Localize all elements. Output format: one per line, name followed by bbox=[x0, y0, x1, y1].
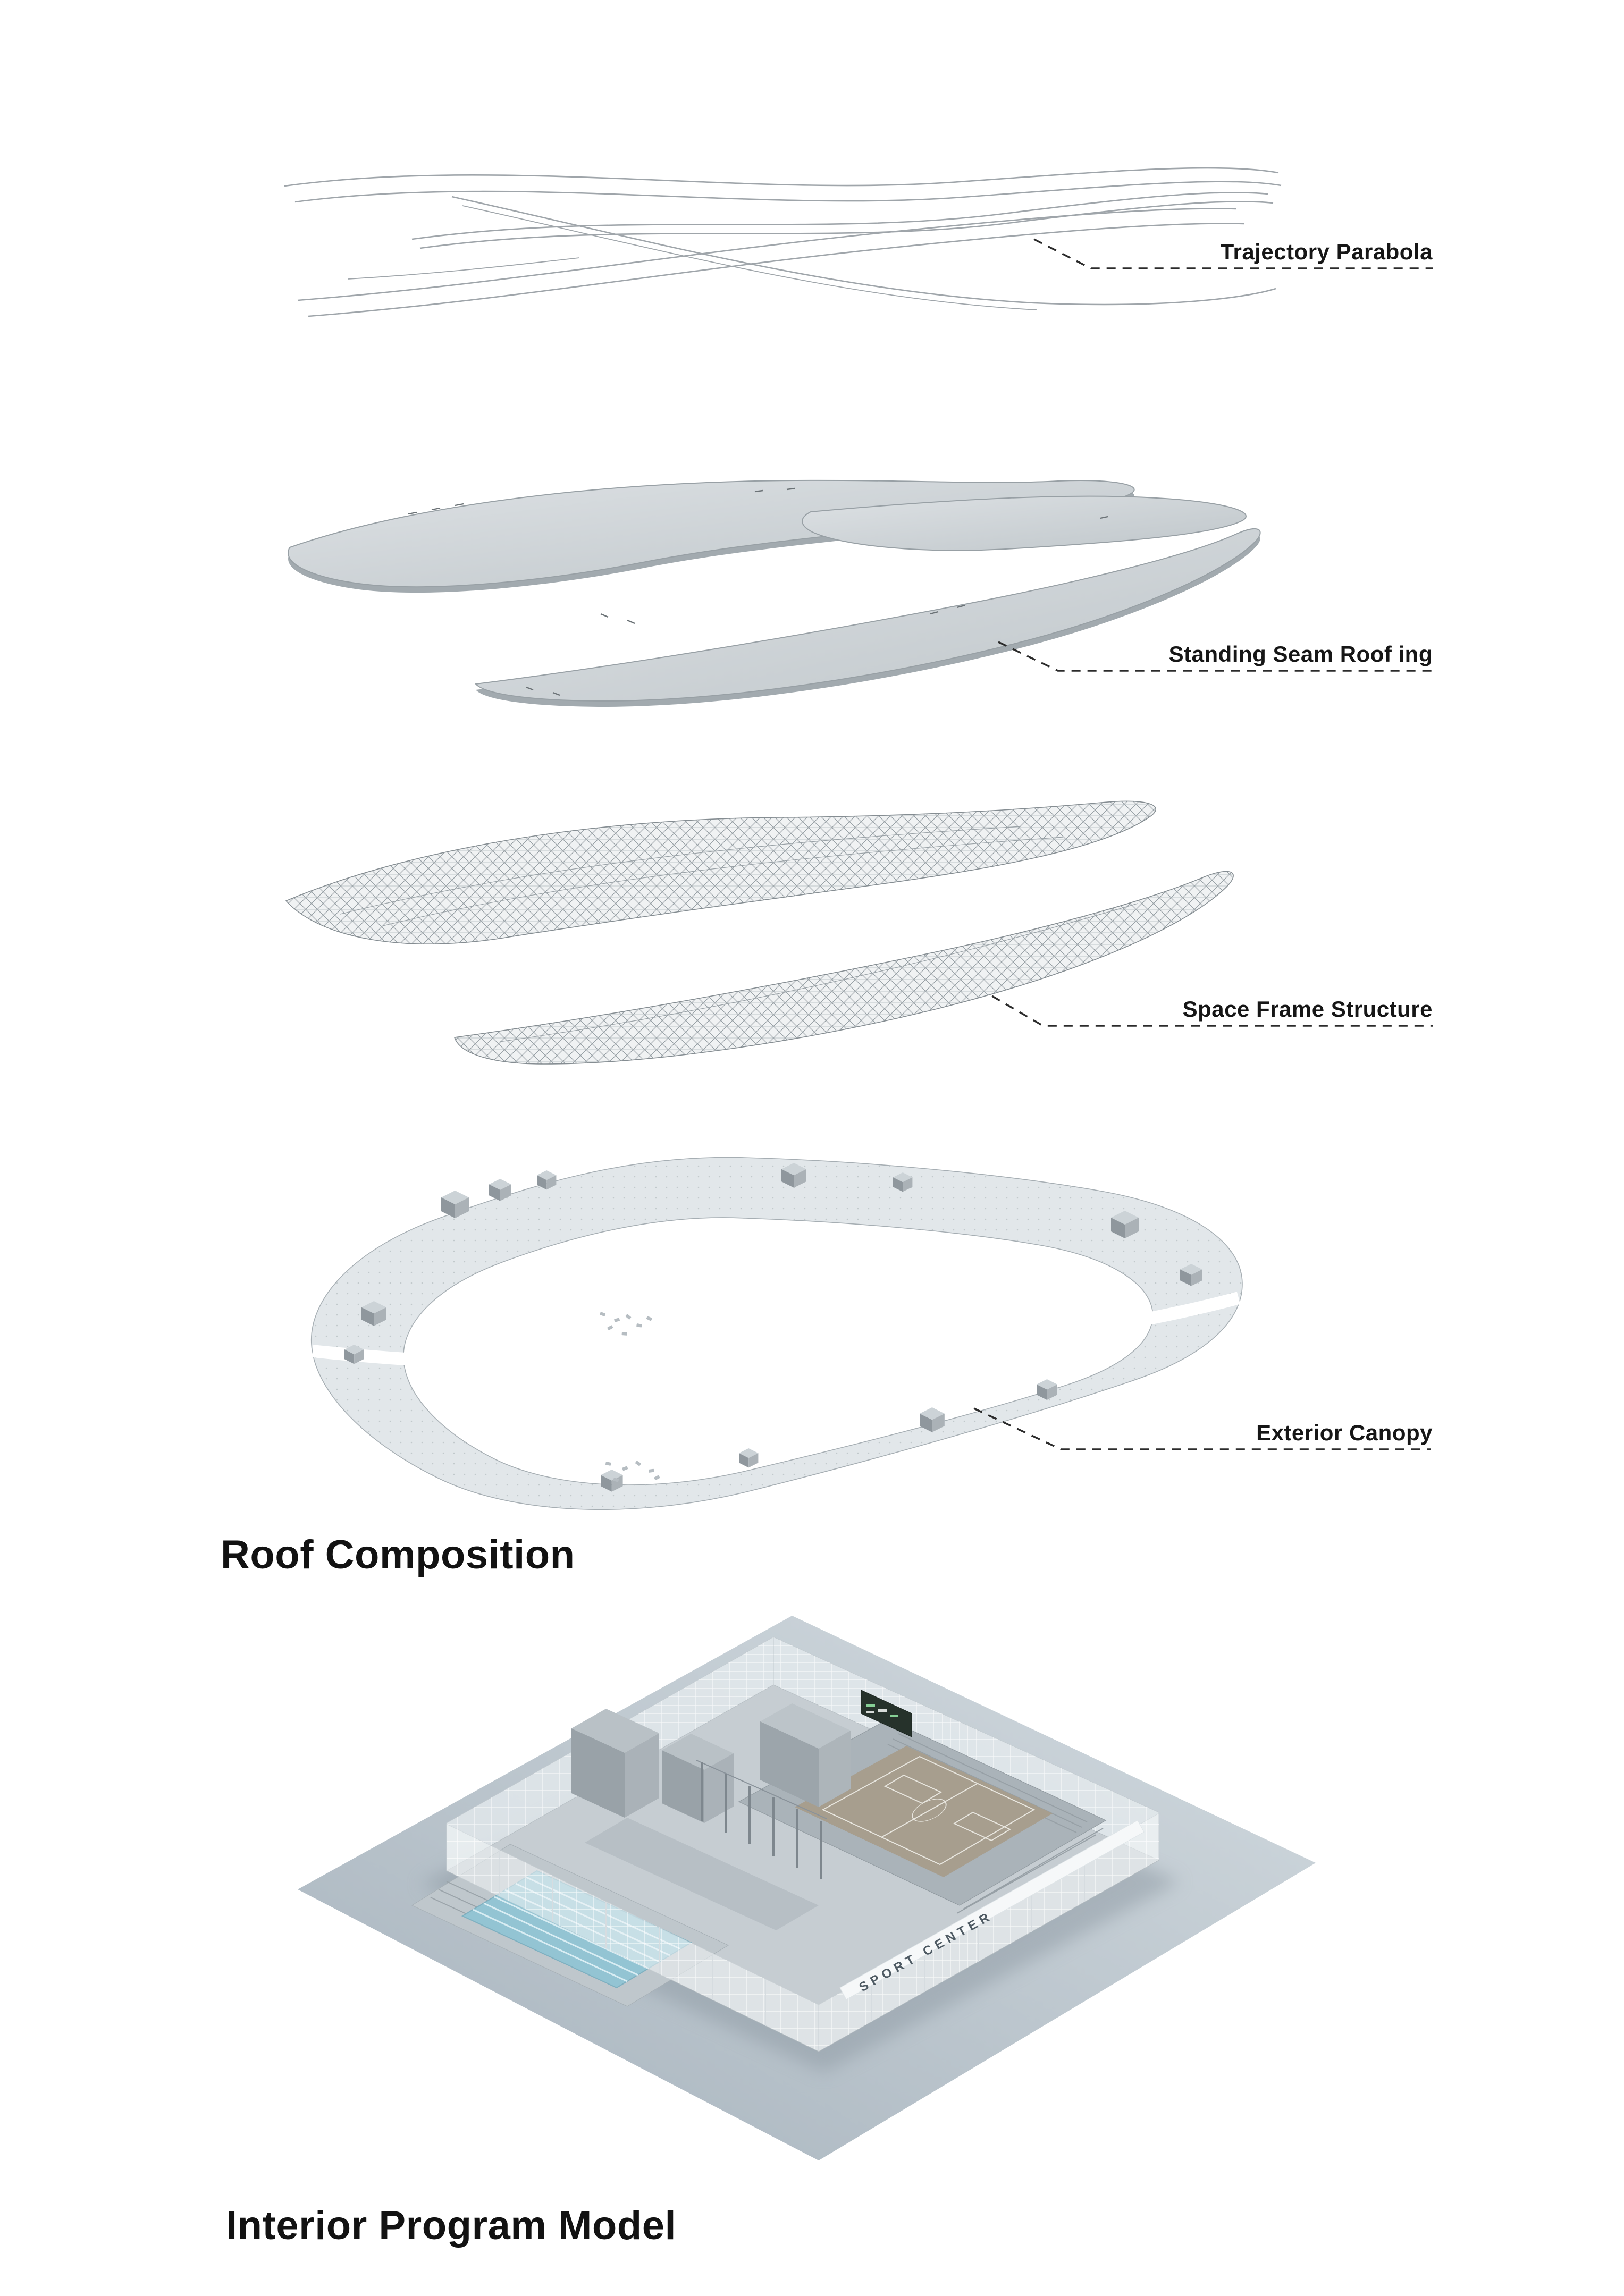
perimeter-fences bbox=[446, 1813, 1159, 2052]
exterior-canopy-drawing bbox=[310, 1157, 1243, 1510]
label-standing-seam-roofing: Standing Seam Roof ing bbox=[1168, 641, 1433, 666]
canopy-ring bbox=[310, 1157, 1243, 1510]
interior-program-model-drawing: SPORT CENTER bbox=[298, 1616, 1316, 2160]
roof-plates bbox=[288, 479, 1261, 702]
scoreboard bbox=[861, 1690, 912, 1737]
space-frame-mesh-upper bbox=[285, 800, 1156, 944]
trajectory-parabola-drawing bbox=[284, 167, 1282, 317]
corridor bbox=[585, 1760, 827, 1930]
basketball-court-floor bbox=[795, 1746, 1053, 1877]
court-markings bbox=[821, 1755, 1036, 1865]
label-space-frame-structure: Space Frame Structure bbox=[1182, 997, 1433, 1022]
canopy-split-gap bbox=[312, 1292, 1241, 1373]
label-trajectory-parabola: Trajectory Parabola bbox=[1220, 239, 1433, 264]
label-exterior-canopy: Exterior Canopy bbox=[1256, 1420, 1433, 1445]
space-frame-mesh-lower bbox=[453, 871, 1234, 1065]
roof-seam-marks bbox=[408, 487, 1108, 696]
scoreboard-lights bbox=[866, 1704, 898, 1717]
roof-plate-tongue bbox=[802, 495, 1247, 551]
roof-composition-title: Roof Composition bbox=[221, 1532, 575, 1577]
interior-program-title: Interior Program Model bbox=[226, 2203, 677, 2248]
columns bbox=[701, 1762, 822, 1879]
standing-seam-roofing-drawing bbox=[288, 479, 1261, 707]
left-towers bbox=[571, 1703, 851, 1823]
canopy-debris-specks bbox=[600, 1312, 660, 1482]
trajectory-curves bbox=[284, 167, 1282, 317]
roof-plate-lower bbox=[474, 528, 1261, 702]
space-frame-structure-drawing bbox=[285, 800, 1234, 1065]
